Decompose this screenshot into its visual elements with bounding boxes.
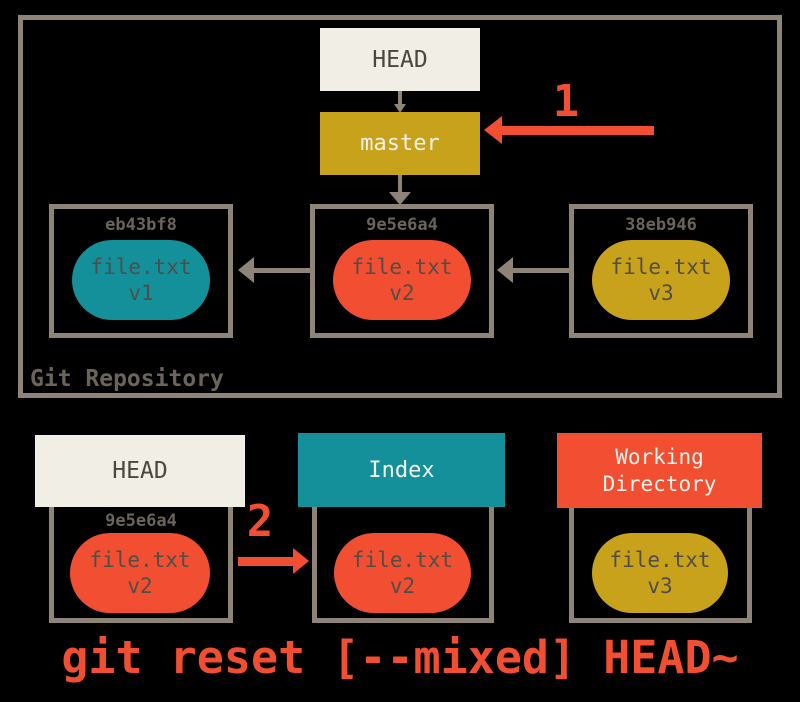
index-area-header: Index	[298, 433, 505, 507]
commit-parent-line	[254, 268, 310, 273]
git-repository-box	[18, 15, 782, 398]
file-name: file.txt	[351, 548, 454, 572]
head-area-header: HEAD	[35, 435, 245, 507]
commit-box-38eb946: 38eb946 file.txt v3	[569, 204, 753, 338]
file-blob: file.txt v3	[592, 533, 728, 613]
file-blob: file.txt v3	[592, 240, 730, 320]
git-repository-label: Git Repository	[30, 366, 224, 392]
commit-hash: 9e5e6a4	[366, 215, 438, 235]
step-2-label: 2	[246, 496, 274, 547]
head-area-box: 9e5e6a4 file.txt v2	[49, 507, 233, 623]
commit-box-9e5e6a4: 9e5e6a4 file.txt v2	[310, 204, 494, 338]
file-version: v3	[648, 281, 674, 305]
file-name: file.txt	[609, 548, 711, 572]
commit-box-eb43bf8: eb43bf8 file.txt v1	[49, 204, 233, 338]
file-version: v2	[127, 574, 153, 598]
working-directory-title: Working Directory	[602, 444, 717, 496]
step-1-arrowhead-icon	[484, 116, 502, 144]
file-name: file.txt	[610, 255, 712, 279]
master-to-commit-arrowhead-icon	[389, 192, 411, 205]
head-to-master-line	[398, 91, 402, 104]
index-area-title: Index	[368, 457, 435, 483]
step-1-arrow-line	[502, 126, 654, 135]
working-directory-box: file.txt v3	[569, 508, 752, 623]
commit-parent-arrowhead-icon	[238, 257, 254, 283]
head-area-hash: 9e5e6a4	[105, 511, 177, 531]
step-1-label: 1	[552, 76, 580, 127]
index-area-box: file.txt v2	[312, 507, 494, 623]
master-to-commit-line	[398, 175, 402, 192]
head-ref-label: HEAD	[372, 46, 428, 73]
step-2-arrowhead-icon	[293, 548, 309, 574]
commit-parent-arrowhead-icon	[497, 257, 513, 283]
head-ref-box: HEAD	[320, 28, 480, 91]
file-name: file.txt	[90, 255, 192, 279]
file-blob: file.txt v1	[72, 240, 210, 320]
file-version: v3	[647, 574, 673, 598]
file-blob: file.txt v2	[333, 240, 471, 320]
file-blob: file.txt v2	[70, 533, 210, 613]
master-branch-box: master	[320, 112, 480, 175]
file-version: v1	[128, 281, 154, 305]
file-version: v2	[389, 574, 416, 598]
working-directory-header: Working Directory	[557, 433, 762, 508]
file-blob: file.txt v2	[334, 533, 471, 613]
master-branch-label: master	[360, 131, 440, 156]
commit-parent-line	[513, 268, 569, 273]
head-to-master-arrowhead-icon	[394, 104, 406, 113]
file-name: file.txt	[351, 255, 453, 279]
commit-hash: 38eb946	[625, 215, 697, 235]
commit-hash: eb43bf8	[105, 215, 177, 235]
file-version: v2	[389, 281, 415, 305]
head-area-title: HEAD	[112, 458, 168, 484]
step-2-arrow-line	[238, 557, 293, 566]
command-caption: git reset [--mixed] HEAD~	[61, 631, 739, 684]
file-name: file.txt	[89, 548, 191, 572]
